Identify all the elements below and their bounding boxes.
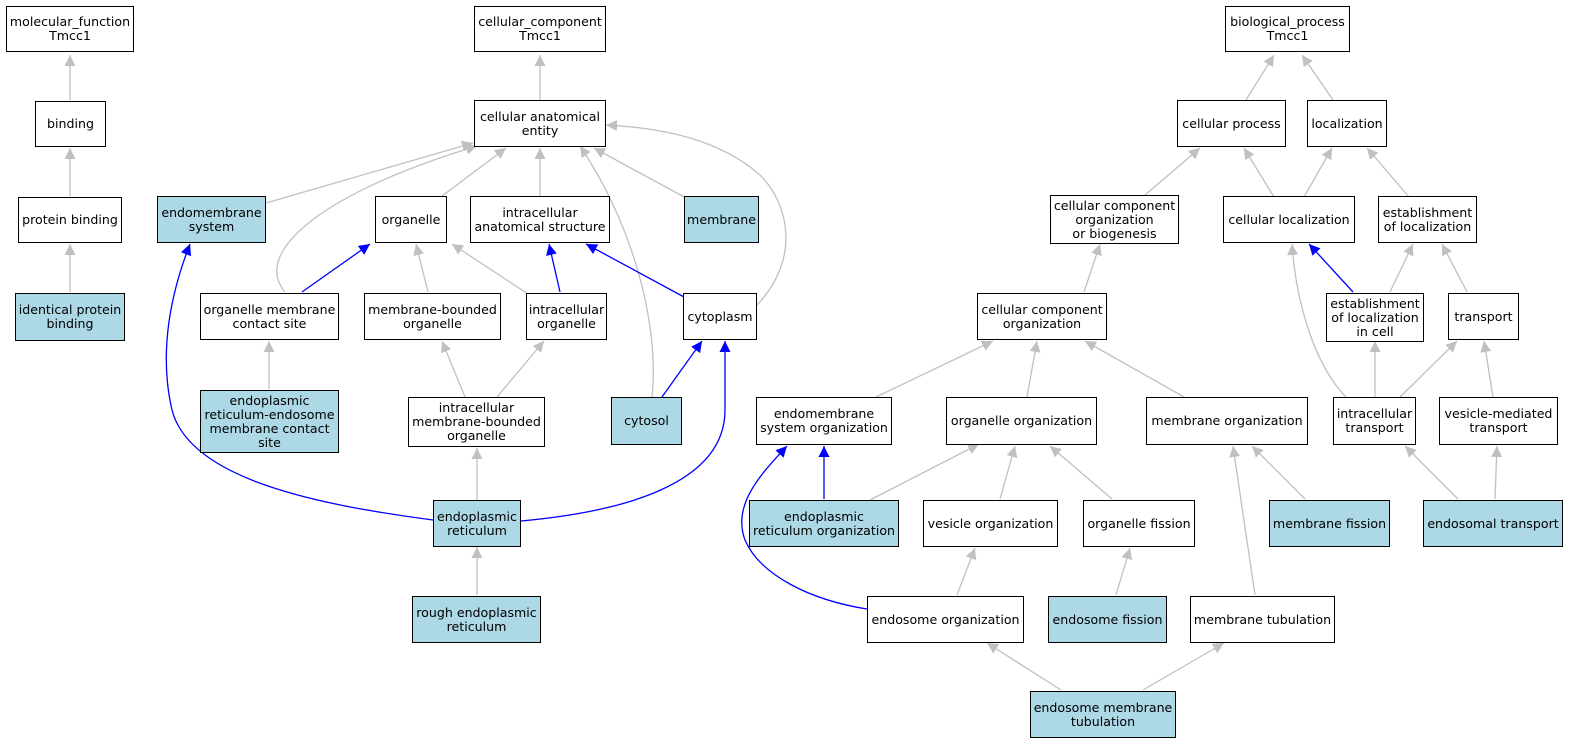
node-organelle-organization[interactable]: organelle organization [946, 397, 1097, 445]
edge [496, 340, 545, 398]
edge [661, 340, 703, 398]
edge [520, 341, 731, 522]
node-organelle[interactable]: organelle [375, 196, 447, 243]
edge [1308, 243, 1354, 293]
edge [1229, 445, 1256, 596]
edge [301, 243, 371, 293]
node-vesicle-organization[interactable]: vesicle organization [923, 500, 1058, 547]
edge [451, 243, 529, 295]
edge [1049, 445, 1113, 500]
node-binding[interactable]: binding [35, 101, 106, 147]
edge [413, 243, 429, 293]
node-er-endosome-membrane-contact-site[interactable]: endoplasmic reticulum-endosome membrane … [200, 390, 339, 453]
node-protein-binding[interactable]: protein binding [18, 197, 122, 243]
node-vesicle-mediated-transport[interactable]: vesicle-mediated transport [1439, 397, 1558, 445]
edge [741, 445, 868, 610]
node-biological-process-root[interactable]: biological_process Tmcc1 [1225, 6, 1350, 52]
node-membrane[interactable]: membrane [684, 196, 759, 243]
node-organelle-fission[interactable]: organelle fission [1083, 500, 1195, 547]
edge [165, 243, 434, 521]
edge [441, 147, 507, 197]
edge [1389, 243, 1414, 293]
node-intracellular-membrane-bounded-organelle[interactable]: intracellular membrane-bounded organelle [408, 397, 545, 447]
node-cellular-process[interactable]: cellular process [1177, 100, 1286, 147]
edge [1287, 243, 1347, 398]
node-endosome-membrane-tubulation[interactable]: endosome membrane tubulation [1030, 691, 1176, 738]
edge [875, 340, 994, 398]
node-endosome-organization[interactable]: endosome organization [867, 596, 1024, 643]
edge [1251, 445, 1306, 500]
edge [1303, 147, 1333, 198]
node-cellular-component-root[interactable]: cellular_component Tmcc1 [474, 6, 606, 52]
node-membrane-bounded-organelle[interactable]: membrane-bounded organelle [364, 293, 501, 340]
edge [276, 143, 478, 293]
edge [1144, 147, 1201, 196]
edge [546, 243, 561, 293]
node-intracellular-organelle[interactable]: intracellular organelle [526, 293, 607, 340]
node-endosomal-transport[interactable]: endosomal transport [1423, 500, 1563, 547]
edge [593, 147, 687, 199]
node-endoplasmic-reticulum-organization[interactable]: endoplasmic reticulum organization [749, 500, 899, 547]
node-cytosol[interactable]: cytosol [611, 397, 682, 445]
edge [579, 145, 654, 398]
edge [1243, 147, 1275, 198]
node-endosome-fission[interactable]: endosome fission [1048, 596, 1167, 643]
node-endomembrane-system-organization[interactable]: endomembrane system organization [756, 397, 892, 445]
node-membrane-fission[interactable]: membrane fission [1269, 500, 1390, 547]
edge [986, 642, 1062, 691]
node-endoplasmic-reticulum[interactable]: endoplasmic reticulum [433, 500, 521, 547]
edge [585, 243, 685, 298]
node-membrane-organization[interactable]: membrane organization [1146, 397, 1308, 445]
node-intracellular-transport[interactable]: intracellular transport [1333, 397, 1416, 445]
edge [1084, 340, 1185, 398]
edge [1026, 340, 1041, 398]
node-cytoplasm[interactable]: cytoplasm [683, 293, 757, 340]
node-cellular-component-organization[interactable]: cellular component organization [977, 293, 1107, 340]
edge [441, 340, 466, 398]
edge [1142, 642, 1225, 691]
edge [1480, 340, 1494, 398]
node-cellular-localization[interactable]: cellular localization [1223, 196, 1355, 243]
node-membrane-tubulation[interactable]: membrane tubulation [1190, 596, 1335, 643]
node-intracellular-anatomical-structure[interactable]: intracellular anatomical structure [470, 196, 610, 243]
node-localization[interactable]: localization [1307, 100, 1387, 147]
edge [956, 547, 977, 596]
edge [1397, 340, 1458, 400]
node-organelle-membrane-contact-site[interactable]: organelle membrane contact site [200, 293, 339, 340]
edge [1301, 54, 1334, 101]
edge [1083, 243, 1102, 293]
edge [605, 120, 787, 306]
edge [1115, 547, 1133, 596]
node-molecular-function-root[interactable]: molecular_function Tmcc1 [6, 6, 134, 52]
node-cellular-component-organization-or-biogenesis[interactable]: cellular component organization or bioge… [1050, 195, 1179, 244]
node-endomembrane-system[interactable]: endomembrane system [157, 196, 266, 243]
edge [265, 140, 474, 204]
node-identical-protein-binding[interactable]: identical protein binding [15, 293, 125, 341]
node-rough-endoplasmic-reticulum[interactable]: rough endoplasmic reticulum [412, 596, 541, 643]
node-establishment-of-localization[interactable]: establishment of localization [1378, 196, 1477, 243]
edge [1245, 54, 1275, 101]
node-transport[interactable]: transport [1448, 293, 1519, 340]
node-establishment-of-localization-in-cell[interactable]: establishment of localization in cell [1326, 293, 1424, 342]
edge [1491, 445, 1503, 500]
node-cellular-anatomical-entity[interactable]: cellular anatomical entity [474, 100, 606, 147]
edge [869, 443, 980, 501]
edge [1404, 445, 1459, 500]
edge [1366, 147, 1410, 198]
edge [999, 445, 1018, 500]
edge [1441, 243, 1468, 293]
